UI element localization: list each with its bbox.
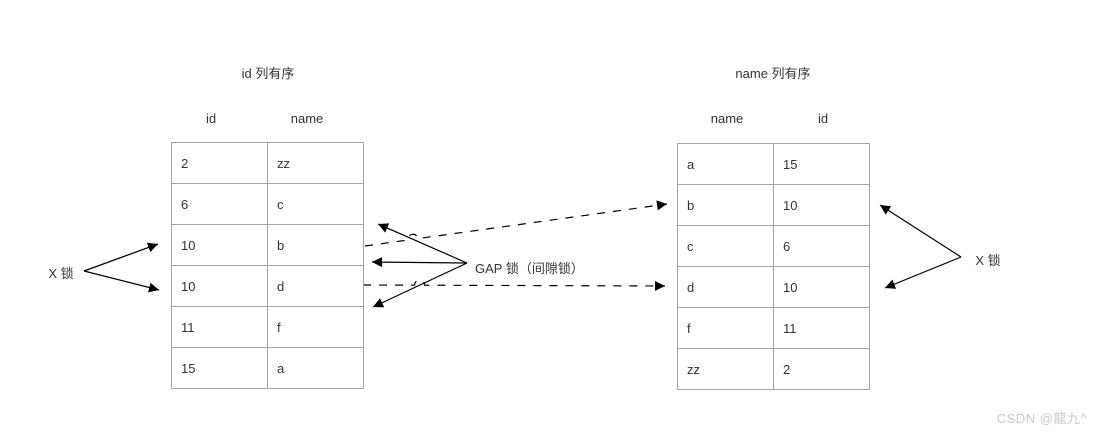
table-cell: b — [677, 184, 774, 226]
left-x-lock-label: X 锁 — [48, 266, 74, 281]
table-cell: c — [267, 183, 364, 225]
table-row: 2 zz — [171, 142, 364, 184]
table-row: a 15 — [677, 143, 870, 185]
table-row: b 10 — [677, 184, 870, 226]
right-x-lock-arrow-upper — [879, 204, 962, 258]
table-row: 6 c — [171, 183, 364, 225]
table-cell: 11 — [171, 306, 268, 348]
table-cell: 6 — [773, 225, 870, 267]
right-table: a 15 b 10 c 6 d 10 f 11 zz 2 — [677, 143, 870, 390]
table-row: 10 d — [171, 265, 364, 307]
gap-lock-arrow-upper — [377, 223, 468, 264]
table-cell: b — [267, 224, 364, 266]
table-cell: f — [677, 307, 774, 349]
table-row: 11 f — [171, 306, 364, 348]
right-x-lock-arrow-lower — [884, 256, 962, 289]
left-section-title: id 列有序 — [241, 66, 295, 81]
table-cell: 6 — [171, 183, 268, 225]
right-table-header-id: id — [817, 111, 829, 126]
dashed-arrow-row-b — [364, 200, 668, 247]
table-cell: 10 — [171, 265, 268, 307]
table-cell: 10 — [773, 266, 870, 308]
table-cell: 15 — [773, 143, 870, 185]
left-table-header-name: name — [290, 111, 324, 126]
table-cell: 15 — [171, 347, 268, 389]
table-row: 15 a — [171, 347, 364, 389]
right-table-header-name: name — [710, 111, 744, 126]
dashed-arrow-row-d — [362, 279, 666, 291]
left-table: 2 zz 6 c 10 b 10 d 11 f 15 a — [171, 142, 364, 389]
right-section-title: name 列有序 — [735, 66, 811, 81]
left-table-header-id: id — [205, 111, 217, 126]
right-x-lock-label: X 锁 — [975, 253, 1001, 268]
gap-lock-label: GAP 锁（间隙锁） — [475, 261, 584, 276]
table-cell: 2 — [171, 142, 268, 184]
table-cell: 2 — [773, 348, 870, 390]
table-cell: d — [677, 266, 774, 308]
left-x-lock-arrow-lower — [83, 270, 160, 293]
table-row: d 10 — [677, 266, 870, 308]
table-cell: 11 — [773, 307, 870, 349]
table-cell: zz — [267, 142, 364, 184]
table-cell: a — [267, 347, 364, 389]
table-row: 10 b — [171, 224, 364, 266]
table-row: zz 2 — [677, 348, 870, 390]
table-cell: f — [267, 306, 364, 348]
left-x-lock-arrow-upper — [83, 242, 159, 272]
gap-lock-arrow-middle — [371, 257, 468, 268]
table-cell: 10 — [171, 224, 268, 266]
table-cell: d — [267, 265, 364, 307]
gap-lock-arrow-lower — [372, 262, 468, 308]
table-cell: a — [677, 143, 774, 185]
table-cell: c — [677, 225, 774, 267]
table-row: c 6 — [677, 225, 870, 267]
table-row: f 11 — [677, 307, 870, 349]
table-cell: zz — [677, 348, 774, 390]
watermark: CSDN @龍九^ — [996, 411, 1087, 426]
table-cell: 10 — [773, 184, 870, 226]
